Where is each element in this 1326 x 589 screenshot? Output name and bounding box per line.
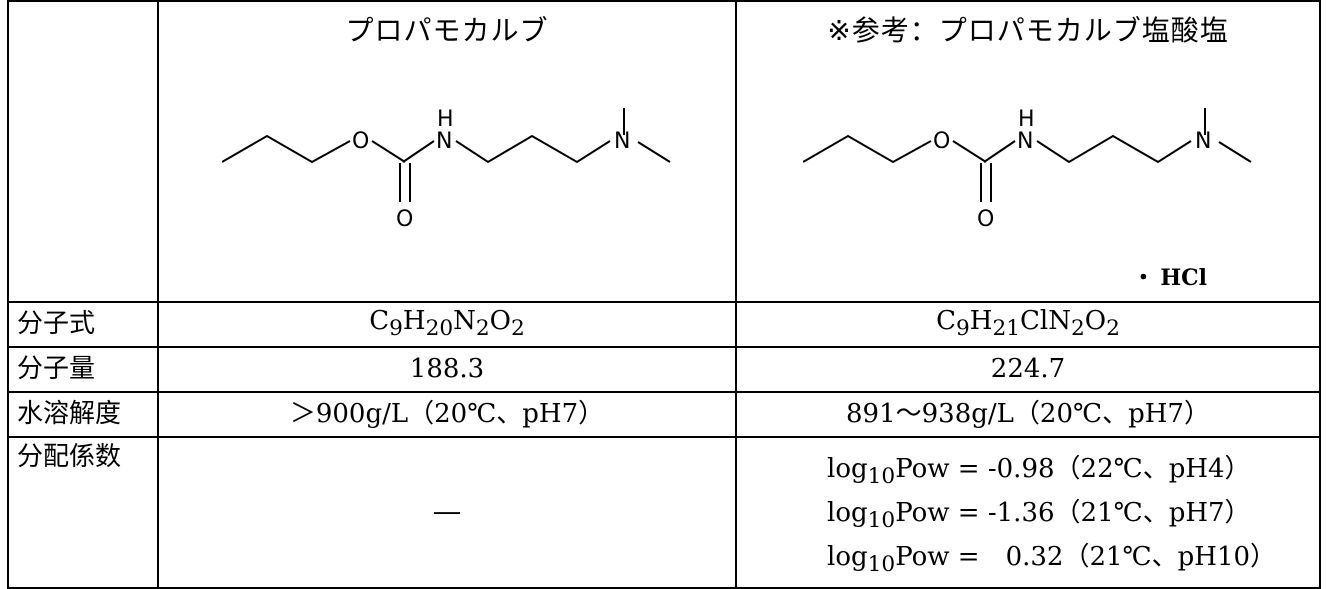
partition-line: log10Pow = -1.36（21℃、pH7） — [827, 497, 1251, 533]
amine-n-label: N — [614, 129, 630, 154]
properties-table: プロパモカルブ O O H N — [7, 0, 1321, 589]
amide-h-label: H — [437, 107, 454, 132]
mw-label: 分子量 — [7, 346, 159, 393]
propamocarb-hcl-title: ※参考：プロパモカルブ塩酸塩 — [827, 14, 1229, 47]
partition-line: log10Pow = 0.32（21℃、pH10） — [827, 541, 1277, 577]
mw-col1: 188.3 — [157, 346, 737, 393]
molecular-weight-row: 分子量 188.3 224.7 — [7, 346, 1321, 393]
ether-oxygen-label: O — [352, 129, 369, 154]
carbonyl-oxygen-label: O — [396, 207, 413, 232]
carbonyl-oxygen-label: O — [977, 207, 994, 232]
solubility-col1: ＞900g/L（20℃、pH7） — [157, 391, 737, 438]
propamocarb-structure: O O H N N — [221, 107, 671, 232]
formula-row: 分子式 C9H20N2O2 C9H21ClN2O2 — [7, 301, 1321, 348]
solubility-label: 水溶解度 — [7, 391, 159, 438]
empty-corner-cell — [7, 0, 159, 303]
formula-col2: C9H21ClN2O2 — [735, 301, 1321, 348]
partition-label: 分配係数 — [7, 436, 159, 589]
mw-col2: 224.7 — [735, 346, 1321, 393]
amide-n-label: N — [436, 129, 452, 154]
amide-h-label: H — [1018, 107, 1035, 132]
partition-row: 分配係数 ― log10Pow = -0.98（22℃、pH4） log10Po… — [7, 436, 1321, 589]
formula-label: 分子式 — [7, 301, 159, 348]
propamocarb-cell: プロパモカルブ O O H N — [157, 0, 737, 303]
structure-row: プロパモカルブ O O H N — [7, 0, 1321, 303]
partition-col2: log10Pow = -0.98（22℃、pH4） log10Pow = -1.… — [735, 436, 1321, 589]
formula-col1: C9H20N2O2 — [157, 301, 737, 348]
propamocarb-hcl-cell: ※参考：プロパモカルブ塩酸塩 O O H — [735, 0, 1321, 303]
solubility-row: 水溶解度 ＞900g/L（20℃、pH7） 891～938g/L（20℃、pH7… — [7, 391, 1321, 438]
partition-line: log10Pow = -0.98（22℃、pH4） — [827, 453, 1251, 489]
solubility-col2: 891～938g/L（20℃、pH7） — [735, 391, 1321, 438]
ether-oxygen-label: O — [933, 129, 950, 154]
propamocarb-title: プロパモカルブ — [345, 14, 549, 47]
amide-n-label: N — [1017, 129, 1033, 154]
amine-n-label: N — [1195, 129, 1211, 154]
propamocarb-hcl-structure: O O H N N — [802, 107, 1252, 232]
hcl-salt-label: ・HCl — [1132, 264, 1207, 291]
partition-col1: ― — [157, 436, 737, 589]
